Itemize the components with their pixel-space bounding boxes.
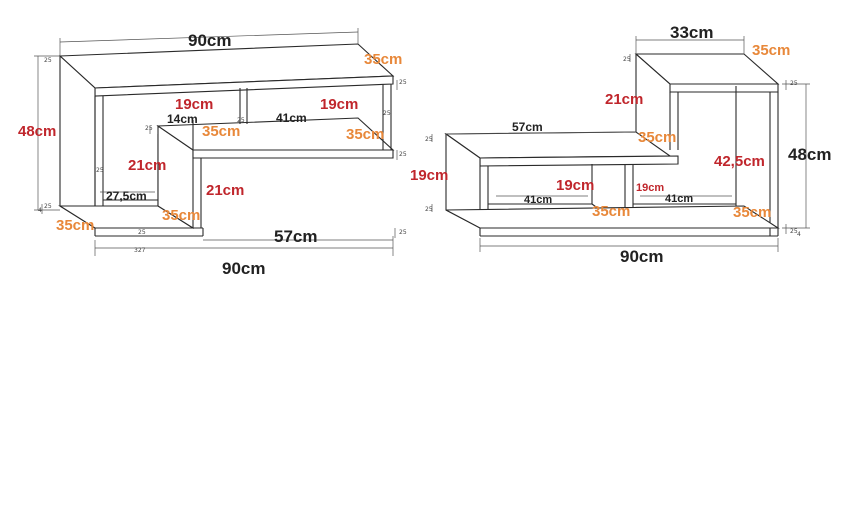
right-middle-shelf-front xyxy=(479,155,679,167)
right-thickness-label: 4 xyxy=(797,231,801,238)
left-label-shelf-right: 19cm xyxy=(320,96,358,113)
right-label-upper-depth: 35cm xyxy=(638,129,676,146)
left-thickness-label: 25 xyxy=(145,125,153,132)
right-middle-shelf xyxy=(444,131,672,159)
left-shelf-view: 90cm 35cm 48cm 19cm 19cm 41cm 14cm 35cm … xyxy=(18,28,407,278)
left-label-width-bottom: 90cm xyxy=(222,259,265,278)
left-thickness-label: 25 xyxy=(399,229,407,236)
left-thickness-label: 25 xyxy=(237,117,245,124)
left-thickness-label: 25 xyxy=(383,110,391,117)
right-dim-mid-width xyxy=(445,131,637,135)
right-bottom-board xyxy=(445,205,780,229)
right-shelf-view: 33cm 35cm 21cm 35cm 57cm 48cm 42,5cm 19c… xyxy=(410,23,831,266)
left-middle-shelf-front xyxy=(192,149,394,159)
left-label-shelf-left: 19cm xyxy=(175,96,213,113)
left-label-cell-height-right: 21cm xyxy=(206,182,244,199)
left-label-mid-depth-left: 35cm xyxy=(202,123,240,140)
right-upper-top-edge xyxy=(635,53,671,85)
right-label-mid-width: 57cm xyxy=(512,120,543,134)
left-label-lower-width: 57cm xyxy=(274,227,317,246)
left-inner-bottom-label: 327 xyxy=(134,247,146,254)
left-label-inner-width: 41cm xyxy=(276,111,307,125)
right-label-top-depth: 35cm xyxy=(752,42,790,59)
left-thickness-label: 25 xyxy=(44,57,52,64)
right-label-upper-height: 21cm xyxy=(605,91,643,108)
left-label-width-top: 90cm xyxy=(188,31,231,50)
right-label-left-height: 19cm xyxy=(410,167,448,184)
left-thickness-label: 25 xyxy=(44,203,52,210)
right-label-height: 48cm xyxy=(788,145,831,164)
left-thickness-label: 25 xyxy=(138,229,146,236)
right-label-top-width: 33cm xyxy=(670,23,713,42)
left-thickness-label: 25 xyxy=(399,79,407,86)
left-label-height: 48cm xyxy=(18,123,56,140)
right-thickness-label: 25 xyxy=(425,136,433,143)
left-thickness-label: 4 xyxy=(38,207,42,214)
right-label-right-inner: 41cm xyxy=(665,193,693,205)
right-label-bottom-depth-center: 35cm xyxy=(592,203,630,220)
right-label-bottom-depth-right: 35cm xyxy=(733,204,771,221)
left-thickness-label: 25 xyxy=(399,151,407,158)
left-label-cell-height-left: 21cm xyxy=(128,157,166,174)
right-thickness-label: 25 xyxy=(623,56,631,63)
left-dim-top-width xyxy=(59,31,359,43)
right-thickness-label: 25 xyxy=(790,228,798,235)
right-label-tall-cell: 42,5cm xyxy=(714,153,765,170)
right-top-panel-front xyxy=(669,83,779,93)
left-label-depth-top: 35cm xyxy=(364,51,402,68)
left-label-cell-width: 27,5cm xyxy=(106,189,147,203)
right-label-left-inner: 41cm xyxy=(524,194,552,206)
left-label-bottom-depth-center: 35cm xyxy=(162,207,200,224)
right-thickness-label: 25 xyxy=(790,80,798,87)
right-label-center-cell: 19cm xyxy=(556,177,594,194)
left-thickness-label: 25 xyxy=(96,167,104,174)
left-label-mid-depth-right: 35cm xyxy=(346,126,384,143)
left-label-bottom-depth-left: 35cm xyxy=(56,217,94,234)
right-thickness-label: 25 xyxy=(425,206,433,213)
left-label-small-depth: 14cm xyxy=(167,112,198,126)
right-label-right-cell: 19cm xyxy=(636,182,664,194)
right-label-width-bottom: 90cm xyxy=(620,247,663,266)
